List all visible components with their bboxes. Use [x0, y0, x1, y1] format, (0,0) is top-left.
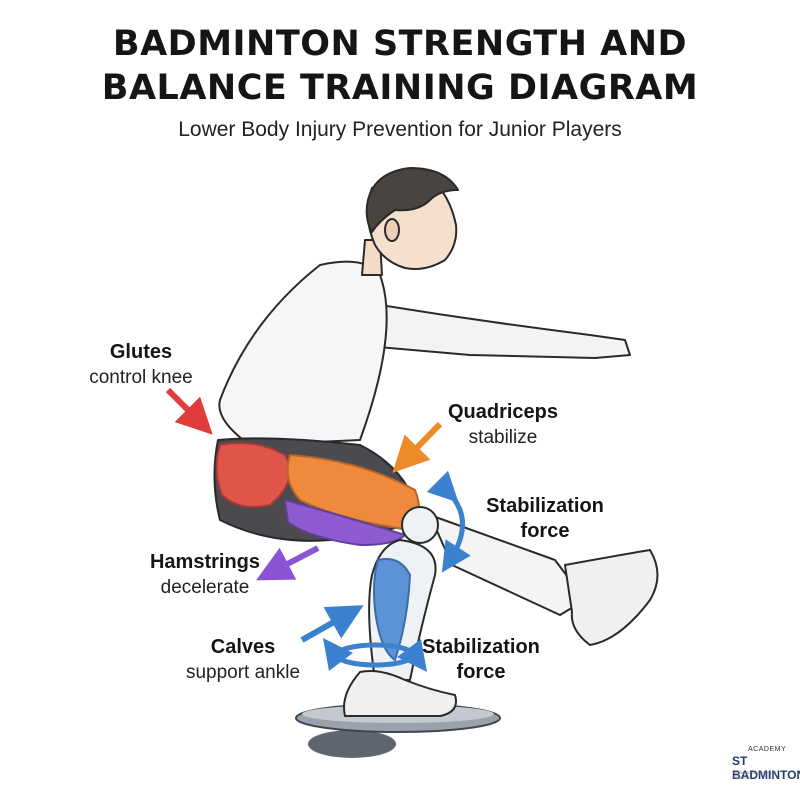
page-subtitle: Lower Body Injury Prevention for Junior … [178, 118, 622, 141]
quadriceps-desc: stabilize [468, 427, 538, 448]
glutes-arrow-icon [165, 387, 213, 435]
quadriceps-arrow-icon [392, 421, 443, 473]
quadriceps-name: Quadriceps [447, 401, 559, 423]
logo-line-2: ST BADMINTON [732, 754, 800, 782]
label-hamstrings: Hamstrings decelerate [130, 550, 280, 600]
page-title: BADMINTON STRENGTH AND BALANCE TRAINING … [0, 22, 800, 110]
rotation-arrow-icon [323, 470, 471, 672]
stab-ankle-line1: Stabilization [422, 636, 540, 658]
title-line-1: BADMINTON STRENGTH AND [112, 24, 688, 64]
glutes-name: Glutes [109, 341, 173, 363]
hamstrings-desc: decelerate [160, 577, 250, 598]
athlete-figure-icon [213, 167, 659, 717]
hamstrings-name: Hamstrings [149, 551, 261, 573]
glutes-desc: control knee [89, 367, 193, 388]
label-stabilization-knee: Stabilization force [470, 494, 620, 544]
label-stabilization-ankle: Stabilization force [406, 635, 556, 685]
calves-desc: support ankle [185, 662, 301, 683]
logo-icon: ACADEMY ST BADMINTON TRAINING BADMINTON … [732, 746, 800, 782]
stab-ankle-line2: force [456, 661, 506, 683]
logo-line-1: ACADEMY [748, 746, 787, 753]
label-glutes: Glutes control knee [66, 340, 216, 390]
label-quadriceps: Quadriceps stabilize [428, 400, 578, 450]
calves-arrow-icon [300, 605, 364, 643]
label-calves: Calves support ankle [168, 635, 318, 685]
title-line-2: BALANCE TRAINING DIAGRAM [101, 68, 699, 108]
logo-line-3: TRAINING BADMINTON ACADEMY [732, 770, 777, 780]
stab-knee-line2: force [520, 520, 570, 542]
hamstrings-arrow-icon [256, 545, 320, 581]
calves-name: Calves [210, 636, 276, 658]
stab-knee-line1: Stabilization [486, 495, 604, 517]
